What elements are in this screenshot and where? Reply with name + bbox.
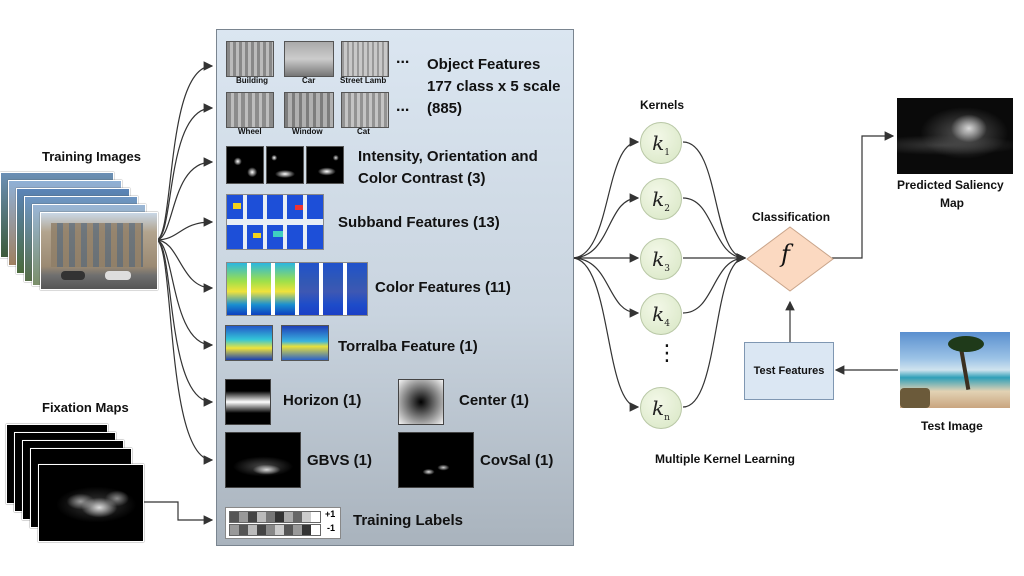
kernel-subscript: n — [664, 413, 670, 423]
object-thumb-caption: Cat — [357, 127, 370, 136]
object-thumb-caption: Street Lamb — [340, 76, 387, 85]
torralba-thumb-1 — [225, 325, 273, 361]
object-thumb-wheel — [226, 92, 274, 128]
color-features-title: Color Features (11) — [375, 279, 511, 296]
kernel-k2: k2 — [640, 178, 682, 220]
torralba-thumb-2 — [281, 325, 329, 361]
torralba-feature-title: Torralba Feature (1) — [338, 338, 478, 355]
wire-to-k2 — [571, 193, 640, 259]
wire-k2-to-f — [682, 197, 747, 263]
label-negative: -1 — [327, 523, 336, 533]
wire-to-k4 — [571, 257, 640, 318]
horizon-thumb — [225, 379, 271, 425]
wire-to-color — [155, 239, 214, 293]
wire-k1-to-f — [682, 141, 747, 263]
wire-to-torralba — [155, 239, 214, 350]
object-row2-ellipsis: ... — [396, 98, 410, 115]
wire-to-intensity — [155, 157, 214, 241]
wire-fixation-to-labels — [142, 501, 214, 525]
covsal-thumb — [398, 432, 474, 488]
kernel-subscript: 1 — [664, 148, 670, 158]
object-thumb-building — [226, 41, 274, 77]
kernel-symbol: k — [652, 302, 665, 326]
object-features-count: 177 class x 5 scale — [427, 78, 561, 95]
intensity-thumb-2 — [266, 146, 304, 184]
training-labels-title: Training Labels — [353, 512, 464, 529]
wire-to-object-row2 — [155, 103, 214, 241]
mkl-caption: Multiple Kernel Learning — [655, 452, 796, 466]
object-thumb-caption: Window — [292, 127, 323, 136]
horizon-feature-title: Horizon (1) — [283, 392, 362, 409]
object-thumb-caption: Building — [236, 76, 268, 85]
kernel-kn: kn — [640, 387, 682, 429]
wire-to-subband — [155, 217, 214, 241]
object-thumb-cat — [341, 92, 389, 128]
object-features-total: (885) — [427, 100, 463, 117]
kernel-vdots: ⋮ — [656, 340, 678, 365]
kernel-symbol: k — [652, 131, 665, 155]
kernel-subscript: 3 — [664, 264, 670, 274]
fixation-maps-label: Fixation Maps — [42, 400, 129, 415]
subband-features-title: Subband Features (13) — [338, 214, 500, 231]
color-features-thumbs — [226, 262, 368, 316]
classification-label: Classification — [752, 210, 831, 224]
kernels-label: Kernels — [640, 98, 685, 112]
test-image — [900, 332, 1010, 408]
center-thumb — [398, 379, 444, 425]
wire-f-to-output — [832, 131, 895, 259]
test-features-box: Test Features — [744, 342, 834, 400]
kernel-symbol: k — [652, 396, 665, 420]
object-thumb-car — [284, 41, 334, 77]
wire-kn-to-f — [682, 253, 747, 408]
kernel-symbol: k — [652, 187, 665, 211]
test-image-label: Test Image — [921, 419, 983, 433]
object-row1-ellipsis: ... — [396, 50, 410, 67]
predicted-saliency-map — [897, 98, 1013, 174]
kernel-k3: k3 — [640, 238, 682, 280]
fixation-map-front — [38, 464, 144, 542]
wire-to-object-row1 — [155, 61, 214, 241]
subband-thumbs — [226, 194, 324, 250]
kernel-symbol: k — [652, 247, 665, 271]
wire-to-gbvs — [155, 239, 214, 465]
classifier-diamond — [746, 226, 834, 292]
covsal-feature-title: CovSal (1) — [480, 452, 554, 469]
object-thumb-window — [284, 92, 334, 128]
predicted-saliency-line1: Predicted Saliency — [897, 178, 1004, 192]
object-features-title: Object Features — [427, 56, 541, 73]
test-features-label: Test Features — [753, 365, 825, 377]
training-image-front — [40, 212, 158, 290]
kernel-subscript: 4 — [664, 319, 670, 329]
intensity-features-title: Intensity, Orientation and — [358, 148, 538, 165]
object-thumb-caption: Car — [302, 76, 316, 85]
label-positive: +1 — [325, 509, 336, 519]
wire-k4-to-f — [682, 253, 747, 314]
wire-to-kn — [571, 257, 640, 412]
kernel-subscript: 2 — [664, 204, 670, 214]
intensity-features-count: Color Contrast (3) — [358, 170, 486, 187]
object-thumb-street-lamb — [341, 41, 389, 77]
intensity-thumb-1 — [226, 146, 264, 184]
kernel-k1: k1 — [640, 122, 682, 164]
gbvs-thumb — [225, 432, 301, 488]
center-feature-title: Center (1) — [459, 392, 530, 409]
training-labels-grid: +1 -1 — [225, 507, 341, 539]
intensity-thumb-3 — [306, 146, 344, 184]
wire-to-horizon — [155, 239, 214, 407]
classifier-symbol: f — [781, 240, 790, 268]
kernel-k4: k4 — [640, 293, 682, 335]
gbvs-feature-title: GBVS (1) — [307, 452, 373, 469]
object-thumb-caption: Wheel — [238, 127, 262, 136]
predicted-saliency-line2: Map — [940, 196, 964, 210]
wire-to-k1 — [571, 137, 640, 259]
training-images-label: Training Images — [42, 149, 141, 164]
